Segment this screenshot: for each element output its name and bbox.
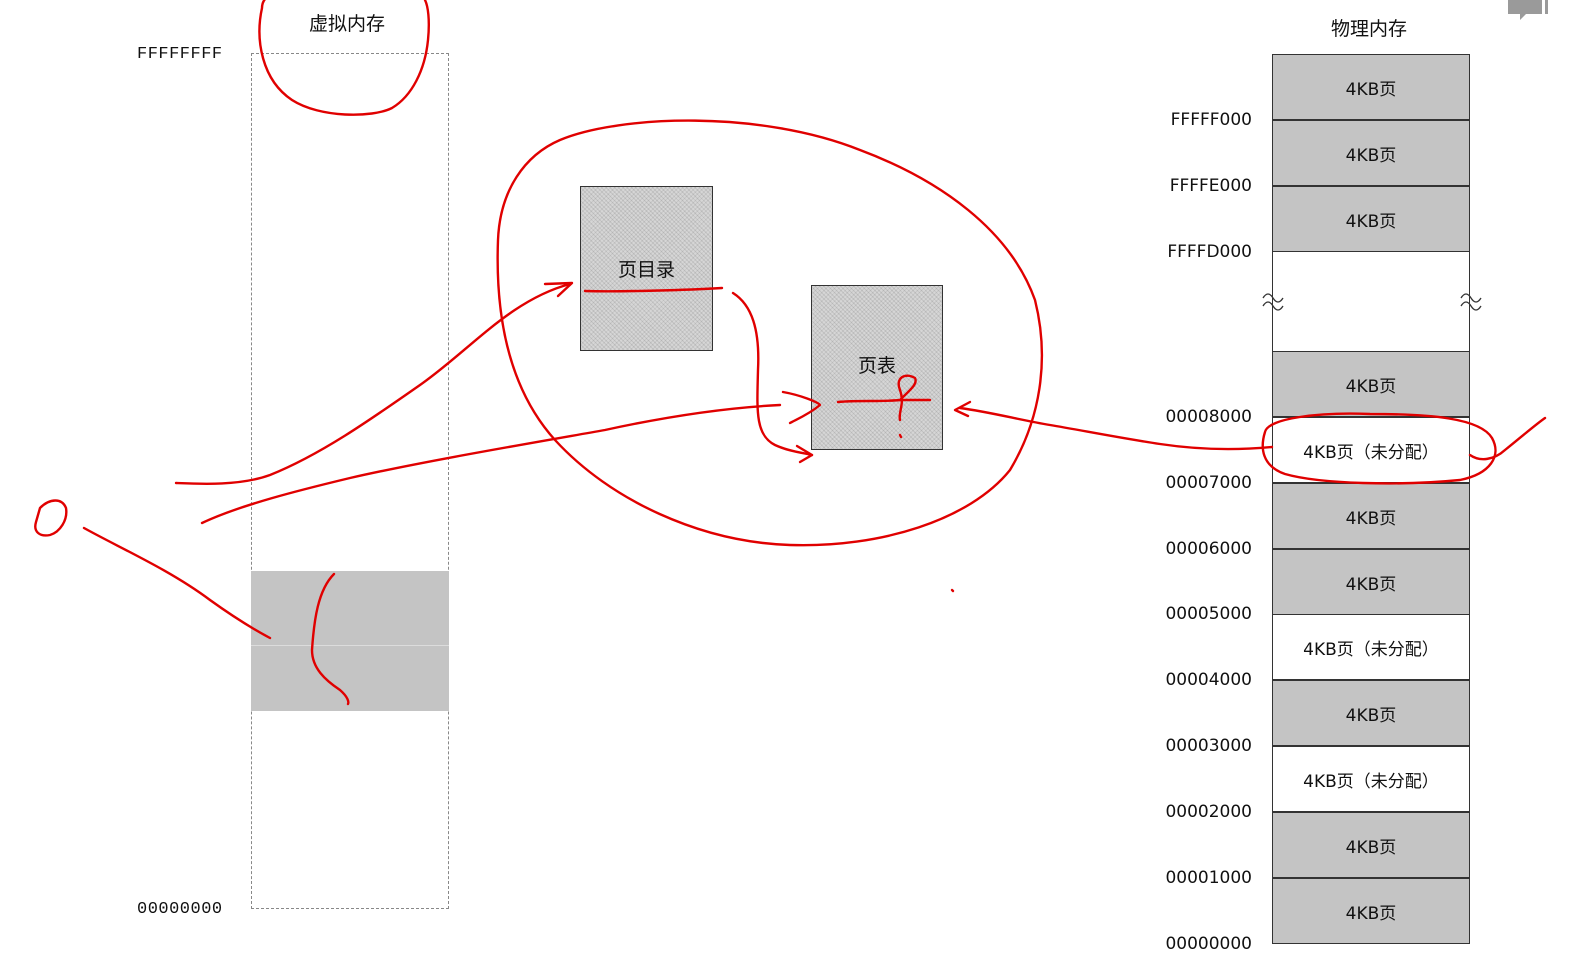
page-table-box: 页表 xyxy=(811,285,943,450)
page-table-label: 页表 xyxy=(857,355,896,377)
physical-address-label: 00005000 xyxy=(1165,604,1252,624)
annotation-circle-structures xyxy=(496,119,1044,547)
physical-address-label: FFFFF000 xyxy=(1170,110,1252,130)
annotation-arrow-to-table xyxy=(200,403,782,525)
physical-memory-title: 物理内存 xyxy=(1331,18,1408,40)
physical-address-label: FFFFE000 xyxy=(1169,176,1252,196)
physical-gap xyxy=(1273,253,1469,351)
physical-page-allocated: 4KB页 xyxy=(1272,351,1470,417)
physical-address-label: 00008000 xyxy=(1165,407,1252,427)
physical-page-label: 4KB页 xyxy=(1345,376,1397,397)
virtual-top-address: FFFFFFFF xyxy=(137,45,223,64)
physical-address-label: FFFFD000 xyxy=(1167,242,1252,262)
annotation-arrow-from-physical xyxy=(958,406,1274,451)
physical-page-label: 4KB页（未分配） xyxy=(1303,442,1439,463)
physical-page-label: 4KB页 xyxy=(1345,903,1397,924)
physical-address-label: 00000000 xyxy=(1165,934,1252,954)
physical-page-label: 4KB页（未分配） xyxy=(1303,639,1439,660)
annotation-circle-title xyxy=(258,0,430,116)
physical-page-label: 4KB页 xyxy=(1345,211,1397,232)
physical-page-unallocated: 4KB页（未分配） xyxy=(1272,417,1470,483)
physical-page-label: 4KB页 xyxy=(1345,508,1397,529)
virtual-mapped-region xyxy=(251,571,449,711)
annotation-underline-directory xyxy=(583,286,724,293)
physical-page-allocated: 4KB页 xyxy=(1272,680,1470,746)
physical-address-label: 00003000 xyxy=(1165,736,1252,756)
page-directory-label: 页目录 xyxy=(617,259,675,281)
physical-page-allocated: 4KB页 xyxy=(1272,54,1470,120)
virtual-memory-title: 虚拟内存 xyxy=(309,13,386,35)
physical-page-unallocated: 4KB页（未分配） xyxy=(1272,614,1470,680)
comment-icon[interactable] xyxy=(1508,0,1548,20)
annotation-line-to-region xyxy=(82,526,272,640)
physical-page-allocated: 4KB页 xyxy=(1272,186,1470,252)
physical-page-label: 4KB页 xyxy=(1345,574,1397,595)
annotation-arrow-to-directory xyxy=(174,282,572,485)
physical-address-label: 00006000 xyxy=(1165,539,1252,559)
virtual-region-divider xyxy=(251,645,449,646)
physical-address-label: 00004000 xyxy=(1165,670,1252,690)
virtual-bottom-address: 00000000 xyxy=(137,900,223,919)
annotation-circle-free-page xyxy=(1261,412,1497,485)
physical-page-allocated: 4KB页 xyxy=(1272,878,1470,944)
annotation-zero xyxy=(34,499,68,537)
annotation-question-mark xyxy=(836,374,917,422)
annotation-squiggle-region xyxy=(310,572,350,706)
physical-address-label: 00002000 xyxy=(1165,802,1252,822)
physical-page-label: 4KB页 xyxy=(1345,79,1397,100)
physical-page-label: 4KB页 xyxy=(1345,837,1397,858)
physical-address-label: 00007000 xyxy=(1165,473,1252,493)
physical-page-unallocated: 4KB页（未分配） xyxy=(1272,746,1470,812)
physical-page-allocated: 4KB页 xyxy=(1272,549,1470,615)
physical-page-label: 4KB页 xyxy=(1345,145,1397,166)
annotation-arrow-directory-to-table xyxy=(731,291,814,457)
physical-page-allocated: 4KB页 xyxy=(1272,812,1470,878)
physical-page-label: 4KB页 xyxy=(1345,705,1397,726)
physical-page-label: 4KB页（未分配） xyxy=(1303,771,1439,792)
physical-address-label: 00001000 xyxy=(1165,868,1252,888)
page-directory-box: 页目录 xyxy=(580,186,713,351)
physical-page-allocated: 4KB页 xyxy=(1272,120,1470,186)
